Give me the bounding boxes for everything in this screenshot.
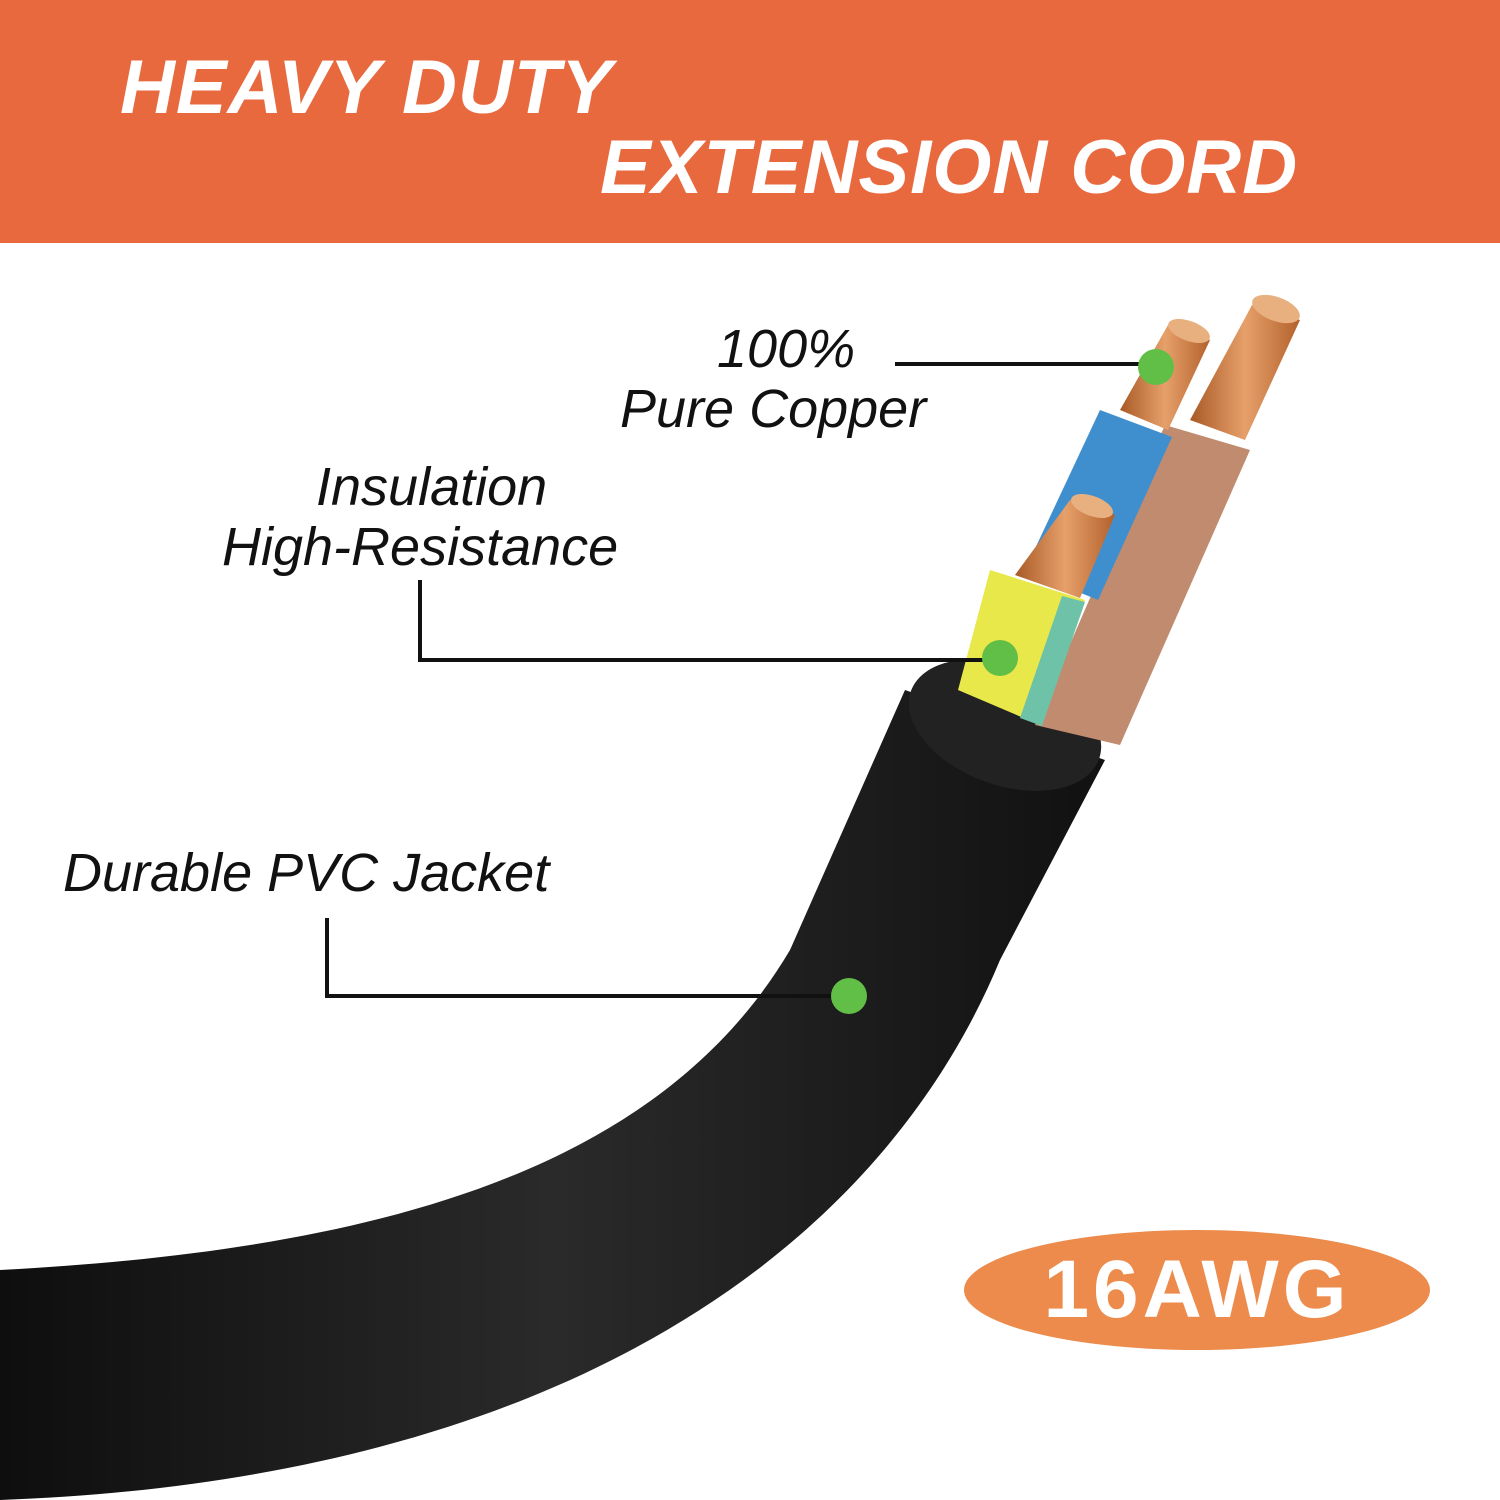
gauge-badge-text: 16AWG	[1043, 1244, 1351, 1335]
green-stripe	[1020, 596, 1085, 726]
blue-copper-tip	[1168, 318, 1210, 344]
cable-illustration	[0, 294, 1300, 1500]
insulation-label-line2: High-Resistance	[222, 517, 619, 577]
leader-line-jacket	[325, 918, 849, 998]
copper-marker-dot	[1138, 349, 1174, 385]
banner-background	[0, 0, 1500, 243]
insulation-marker-dot	[982, 640, 1018, 676]
copper-label-line2: Pure Copper	[620, 379, 927, 439]
brown-wire	[1035, 425, 1250, 745]
leader-line-insulation	[418, 580, 1000, 662]
gauge-badge: 16AWG	[964, 1230, 1430, 1350]
jacket-marker-dot	[831, 978, 867, 1014]
yellow-wire-copper	[1015, 500, 1115, 598]
brown-copper-tip	[1252, 294, 1300, 324]
brown-wire-copper	[1190, 305, 1300, 440]
banner-title-line1: HEAVY DUTY	[120, 45, 613, 130]
header-banner: HEAVY DUTY EXTENSION CORD	[0, 0, 1500, 243]
yellow-copper-tip	[1071, 493, 1113, 519]
banner-title-line2: EXTENSION CORD	[600, 125, 1299, 210]
copper-label-line1: 100%	[717, 319, 856, 379]
insulation-label-line1: Insulation	[316, 457, 548, 517]
jacket-label: Durable PVC Jacket	[63, 843, 550, 903]
pvc-jacket	[0, 690, 1105, 1500]
